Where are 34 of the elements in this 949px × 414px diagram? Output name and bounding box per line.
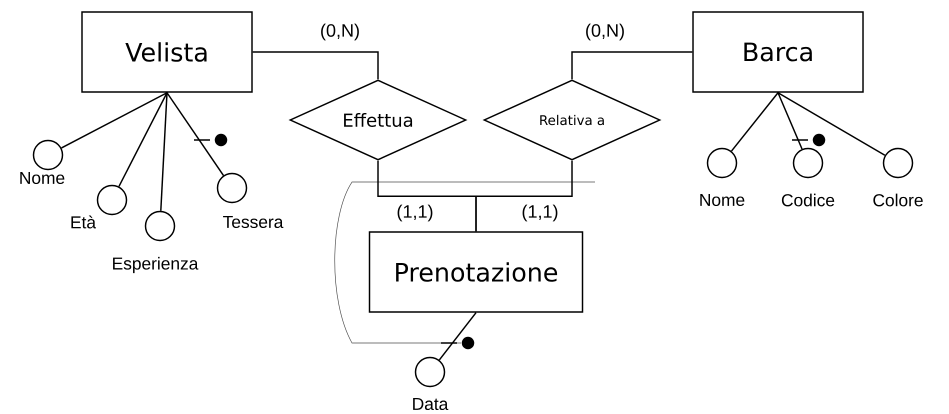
attribute-label: Nome [700, 194, 744, 206]
attribute-label: Età [71, 216, 96, 228]
attribute-label: Esperienza [113, 256, 198, 274]
connector [475, 160, 573, 232]
connector [61, 92, 168, 149]
cardinality-label: (1,1) [398, 204, 432, 222]
attribute-circle [792, 148, 824, 178]
connector [438, 312, 477, 360]
attribute-circle [96, 184, 128, 216]
attribute-label: Data [413, 398, 448, 410]
connector [118, 92, 168, 187]
cardinality-label: (1,1) [522, 204, 558, 222]
attribute-circle [144, 210, 176, 242]
attribute-circle [706, 148, 738, 178]
entity-box: Barca [692, 11, 864, 93]
attribute-label: Nome [20, 172, 64, 184]
attribute-circle [882, 148, 914, 178]
cardinality-label: (0,N) [321, 24, 359, 40]
connector [166, 92, 224, 176]
attribute-circle [32, 140, 64, 170]
attribute-circle [216, 172, 248, 204]
attribute-label: Colore [873, 194, 923, 206]
connector [160, 92, 168, 211]
entity-box: Prenotazione [368, 231, 584, 313]
connector [730, 92, 779, 152]
attribute-circle [414, 356, 446, 388]
connector [571, 51, 692, 80]
connector [777, 92, 803, 150]
cardinality-label: (0,N) [586, 24, 624, 40]
connector [778, 92, 886, 156]
attribute-label: Codice [782, 194, 834, 206]
connector [252, 51, 379, 80]
entity-box: Velista [81, 11, 253, 93]
attribute-label: Tessera [223, 216, 284, 228]
